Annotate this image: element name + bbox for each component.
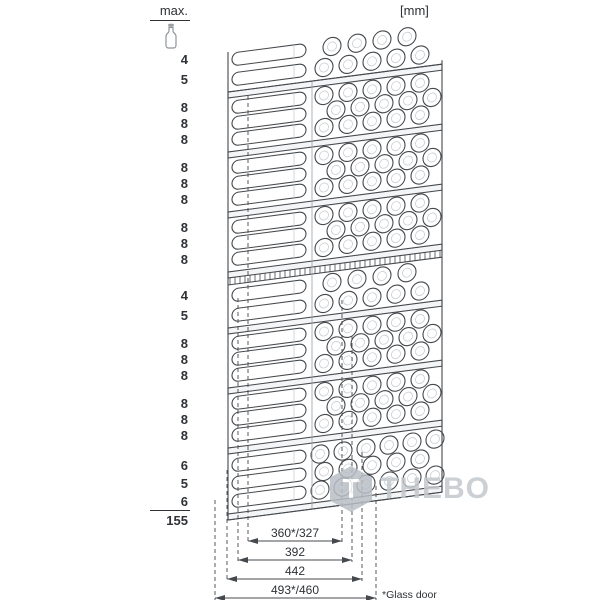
watermark-icon-letter: T: [342, 473, 360, 504]
total-bottles-value: 155: [166, 513, 188, 528]
dimension-label-body-depth: 442: [284, 564, 306, 578]
max-bottles-label: max.: [159, 3, 188, 18]
watermark: T THEBO: [330, 466, 490, 512]
bottle-icon: [165, 23, 177, 49]
watermark-text: THEBO: [380, 472, 490, 505]
max-divider-line: [150, 20, 190, 21]
total-divider-line: [150, 510, 190, 511]
glass-door-footnote: *Glass door: [382, 589, 437, 600]
dimension-label-inner-depth: 360*/327: [270, 526, 320, 540]
dimension-label-mid-depth: 392: [284, 545, 306, 559]
unit-label: [mm]: [400, 3, 429, 18]
dimension-label-outer-depth: 493*/460: [270, 583, 320, 597]
watermark-hexagon-icon: T: [330, 466, 372, 512]
